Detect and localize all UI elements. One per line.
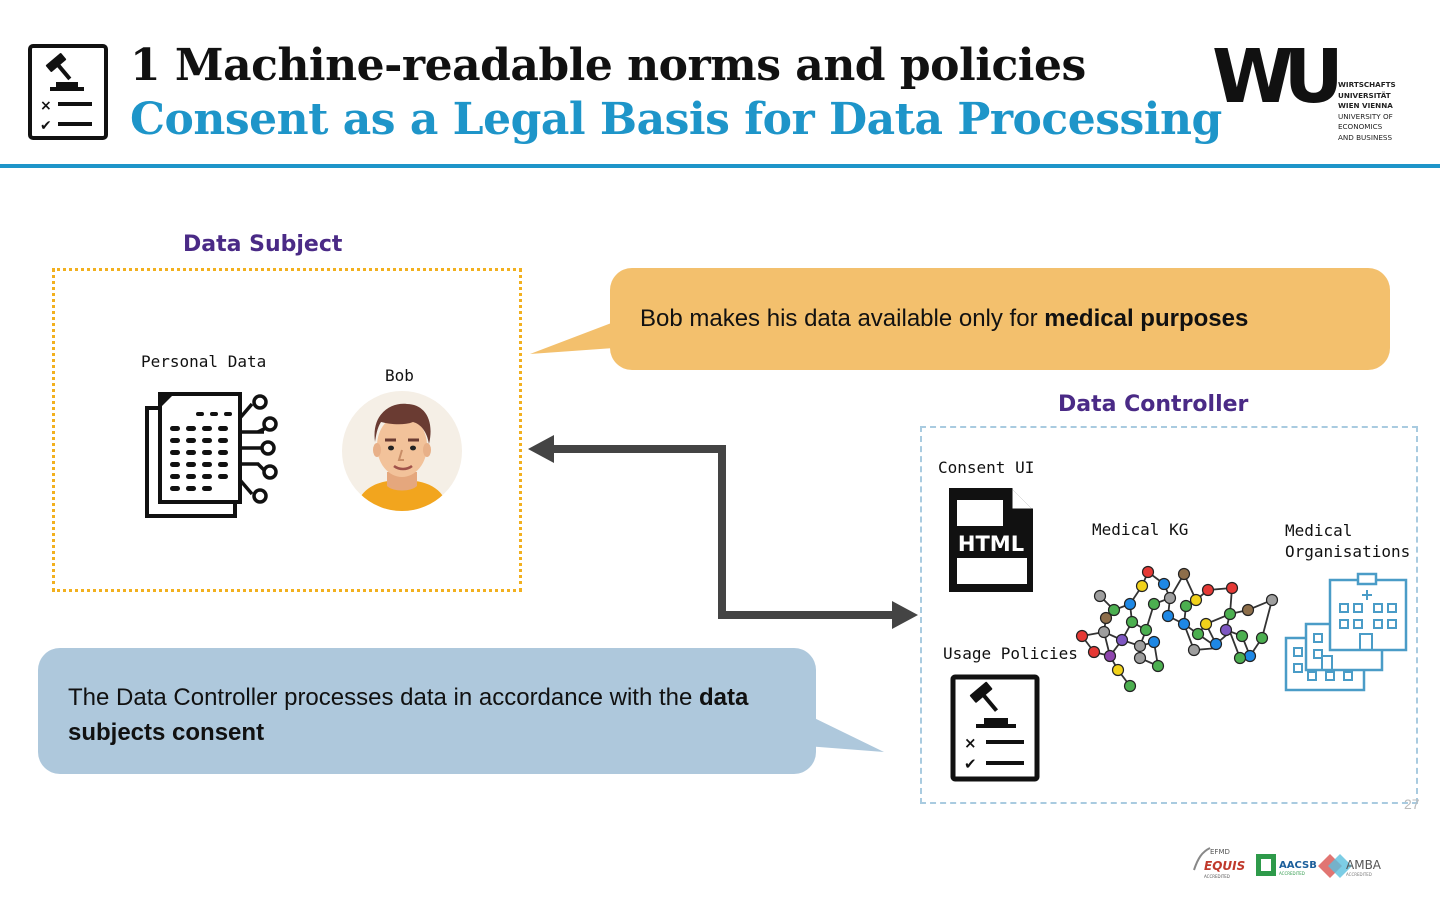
svg-text:EFMD: EFMD	[1210, 848, 1230, 856]
equis-logo: EFMD EQUIS ACCREDITED	[1193, 847, 1245, 879]
svg-text:×: ×	[40, 98, 52, 114]
legal-checklist-icon: × ✔	[28, 44, 108, 140]
controller-bubble-tail	[806, 714, 884, 752]
medical-org-label-1: Medical	[1285, 521, 1353, 540]
svg-text:ACCREDITED: ACCREDITED	[1279, 871, 1305, 876]
controller-speech-bubble: The Data Controller processes data in ac…	[38, 648, 816, 774]
wu-logo: WU	[1212, 34, 1402, 152]
svg-text:✔: ✔	[40, 118, 52, 134]
aacsb-logo: AACSB ACCREDITED	[1256, 854, 1317, 876]
svg-text:AMBA: AMBA	[1346, 858, 1382, 872]
subject-bubble-tail	[530, 322, 614, 354]
page-title: 1 Machine-readable norms and policies	[130, 40, 1086, 91]
page-number: 27	[1404, 796, 1420, 812]
data-controller-label: Data Controller	[1058, 392, 1249, 417]
svg-text:×: ×	[964, 734, 977, 752]
consent-flow-arrow	[528, 435, 918, 629]
controller-bubble-bold-1: data	[699, 684, 749, 711]
data-controller-box	[920, 426, 1418, 804]
medical-org-label-2: Organisations	[1285, 542, 1411, 561]
usage-policy-icon: × ✔	[950, 674, 1040, 782]
data-subject-label: Data Subject	[183, 232, 343, 257]
header-divider	[0, 164, 1440, 168]
controller-bubble-bold-2: subjects consent	[68, 719, 265, 746]
subject-bubble-text: Bob makes his data available only for	[640, 305, 1045, 332]
personal-data-icon	[144, 390, 284, 520]
svg-text:ACCREDITED: ACCREDITED	[1204, 874, 1230, 879]
wu-logo-text: WIRTSCHAFTS UNIVERSITÄT WIEN VIENNA UNIV…	[1338, 80, 1396, 142]
svg-text:EQUIS: EQUIS	[1204, 859, 1245, 873]
svg-text:✔: ✔	[964, 755, 977, 773]
accreditation-logos: EFMD EQUIS ACCREDITED AACSB ACCREDITED A…	[1190, 840, 1405, 882]
svg-text:ACCREDITED: ACCREDITED	[1346, 872, 1372, 877]
wu-logo-mark: WU	[1212, 42, 1338, 112]
hospital-buildings-icon	[1282, 572, 1412, 694]
subject-bubble-bold: medical purposes	[1044, 305, 1249, 332]
controller-bubble-text: The Data Controller processes data in ac…	[68, 684, 699, 711]
medical-knowledge-graph-icon	[1074, 560, 1279, 700]
subject-speech-bubble: Bob makes his data available only for me…	[610, 268, 1390, 370]
consent-ui-label: Consent UI	[938, 458, 1035, 477]
html-file-icon: HTML	[947, 486, 1035, 594]
person-avatar-icon	[341, 390, 463, 512]
svg-text:AACSB: AACSB	[1279, 860, 1317, 871]
personal-data-label: Personal Data	[141, 352, 267, 371]
usage-policies-label: Usage Policies	[943, 644, 1078, 663]
html-badge: HTML	[958, 532, 1024, 556]
page-subtitle: Consent as a Legal Basis for Data Proces…	[130, 94, 1222, 145]
data-subject-box	[52, 268, 522, 592]
amba-logo: AMBA ACCREDITED	[1318, 854, 1382, 878]
medical-kg-label: Medical KG	[1092, 520, 1189, 539]
person-label: Bob	[385, 366, 414, 385]
